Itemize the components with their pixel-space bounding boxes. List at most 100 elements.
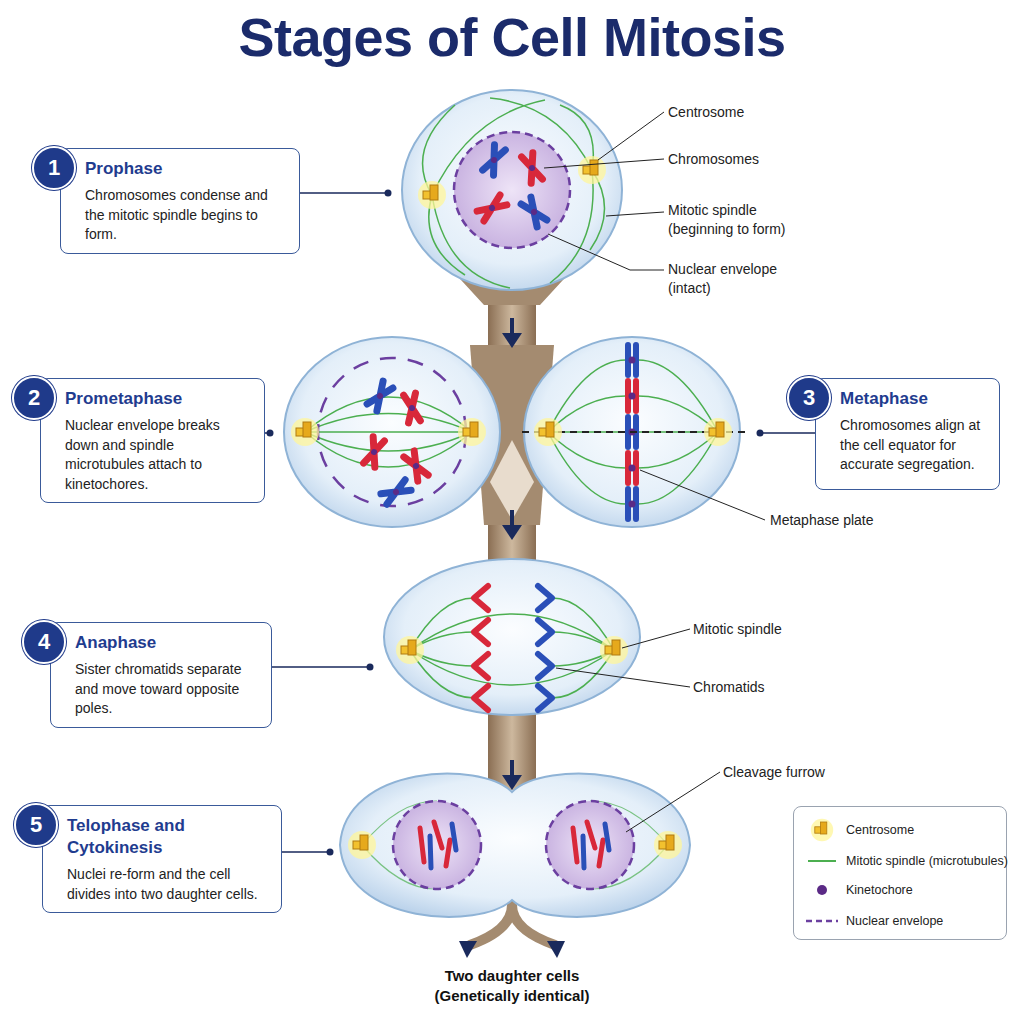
chromosome xyxy=(628,381,636,411)
stage-callout-box: MetaphaseChromosomes align at the cell e… xyxy=(815,378,1000,490)
callout-number-circle: 5 xyxy=(14,803,58,847)
nucleus xyxy=(454,132,570,248)
callout-number: 2 xyxy=(28,385,40,411)
stage-heading: Prometaphase xyxy=(65,388,254,410)
callout-number: 4 xyxy=(38,629,50,655)
stage-description: Nuclear envelope breaks down and spindle… xyxy=(65,416,254,494)
leader-dot xyxy=(267,430,274,437)
chromatid xyxy=(538,654,552,678)
legend-text: Kinetochore xyxy=(846,881,913,899)
part-label: Chromatids xyxy=(693,678,843,697)
chromatid xyxy=(474,586,488,610)
legend-envelope-line xyxy=(806,920,838,923)
stage-heading: Prophase xyxy=(85,158,289,180)
stage-heading: Telophase and Cytokinesis xyxy=(67,815,271,859)
cell-prophase xyxy=(402,90,622,290)
stage-callout-box: Telophase and CytokinesisNuclei re-form … xyxy=(42,805,282,913)
flow-arrowhead xyxy=(502,333,522,348)
stage-heading: Anaphase xyxy=(75,632,261,654)
chromosome xyxy=(628,345,636,375)
decondensing-chromosomes xyxy=(420,822,603,866)
chromosome xyxy=(404,393,421,423)
centrosome xyxy=(348,831,376,859)
label-leader xyxy=(544,112,765,832)
legend-text: Nuclear envelope xyxy=(846,912,943,930)
stage-callout-box: PrometaphaseNuclear envelope breaks down… xyxy=(40,378,265,503)
part-label: Cleavage furrow xyxy=(723,763,873,782)
legend-box: CentrosomeMitotic spindle (microtubules)… xyxy=(793,806,1007,940)
legend-text: Centrosome xyxy=(846,821,914,839)
legend-text: Mitotic spindle (microtubules) xyxy=(846,852,1008,870)
flow-arrowhead xyxy=(547,941,565,958)
cell-anaphase xyxy=(384,559,640,715)
callout-number: 1 xyxy=(48,155,60,181)
diagram-title: Stages of Cell Mitosis xyxy=(0,6,1024,68)
part-label: Mitotic spindle (beginning to form) xyxy=(668,201,800,239)
centrosome xyxy=(534,418,562,446)
part-label: Metaphase plate xyxy=(770,511,920,530)
chromatid xyxy=(538,620,552,644)
chromosome xyxy=(367,381,393,411)
centrosome xyxy=(600,636,628,664)
legend-swatch xyxy=(817,885,827,895)
stage-callout-box: AnaphaseSister chromatids separate and m… xyxy=(50,622,272,728)
spindle-fibers xyxy=(410,598,614,698)
leader-dot xyxy=(367,664,374,671)
part-label: Centrosome xyxy=(668,103,818,122)
chromosome xyxy=(628,489,636,519)
chromatid xyxy=(474,620,488,644)
caption-label: Two daughter cells (Genetically identica… xyxy=(417,966,607,1007)
leader-dot xyxy=(385,190,392,197)
chromosome xyxy=(483,145,506,175)
chromosome xyxy=(477,195,507,221)
centrosome xyxy=(418,181,446,209)
decondensing-chromosomes xyxy=(430,824,609,868)
centrosome xyxy=(578,156,606,184)
callout-number: 3 xyxy=(803,385,815,411)
chromosome xyxy=(404,451,428,481)
flow-arrowhead xyxy=(459,941,477,958)
broken-nuclear-envelope xyxy=(318,358,466,506)
daughter-nucleus xyxy=(393,801,481,889)
centrosome xyxy=(291,418,319,446)
stage-description: Chromosomes condense and the mitotic spi… xyxy=(85,186,289,245)
centrosome xyxy=(654,831,682,859)
chromatid xyxy=(538,686,552,710)
spindle-fibers xyxy=(423,98,605,288)
part-label: Nuclear envelope (intact) xyxy=(668,260,790,298)
callout-number-circle: 1 xyxy=(32,146,76,190)
chromosome xyxy=(628,453,636,483)
cell-prometaphase xyxy=(284,337,500,527)
part-label: Chromosomes xyxy=(668,150,818,169)
stage-heading: Metaphase xyxy=(840,388,989,410)
chromosome xyxy=(522,153,543,183)
centrosome xyxy=(396,636,424,664)
leader-dot xyxy=(757,430,764,437)
flow-arrowhead xyxy=(502,775,522,790)
stage-callout-box: ProphaseChromosomes condense and the mit… xyxy=(60,148,300,254)
chromosome xyxy=(364,437,385,467)
legend-spindle-line xyxy=(808,860,836,862)
callout-number-circle: 2 xyxy=(12,376,56,420)
centrosome xyxy=(458,418,486,446)
chromosome xyxy=(521,197,547,227)
flow-arrowhead xyxy=(502,525,522,540)
daughter-nucleus xyxy=(546,801,634,889)
chromatid xyxy=(474,654,488,678)
flow-arrow-stem xyxy=(510,318,514,778)
stage-description: Sister chromatids separate and move towa… xyxy=(75,660,261,719)
cell-telophase xyxy=(340,774,690,917)
stage-description: Nuclei re-form and the cell divides into… xyxy=(67,865,271,904)
spindle-fibers xyxy=(362,801,668,889)
chromatid xyxy=(538,586,552,610)
stage-description: Chromosomes align at the cell equator fo… xyxy=(840,416,989,475)
leader-dot xyxy=(327,849,334,856)
callout-number-circle: 3 xyxy=(787,376,831,420)
callout-number: 5 xyxy=(30,812,42,838)
chromatid xyxy=(474,686,488,710)
chromosome xyxy=(381,480,411,504)
spindle-fibers xyxy=(305,397,472,467)
callout-number-circle: 4 xyxy=(22,620,66,664)
legend-centrosome-symbol xyxy=(811,819,833,841)
